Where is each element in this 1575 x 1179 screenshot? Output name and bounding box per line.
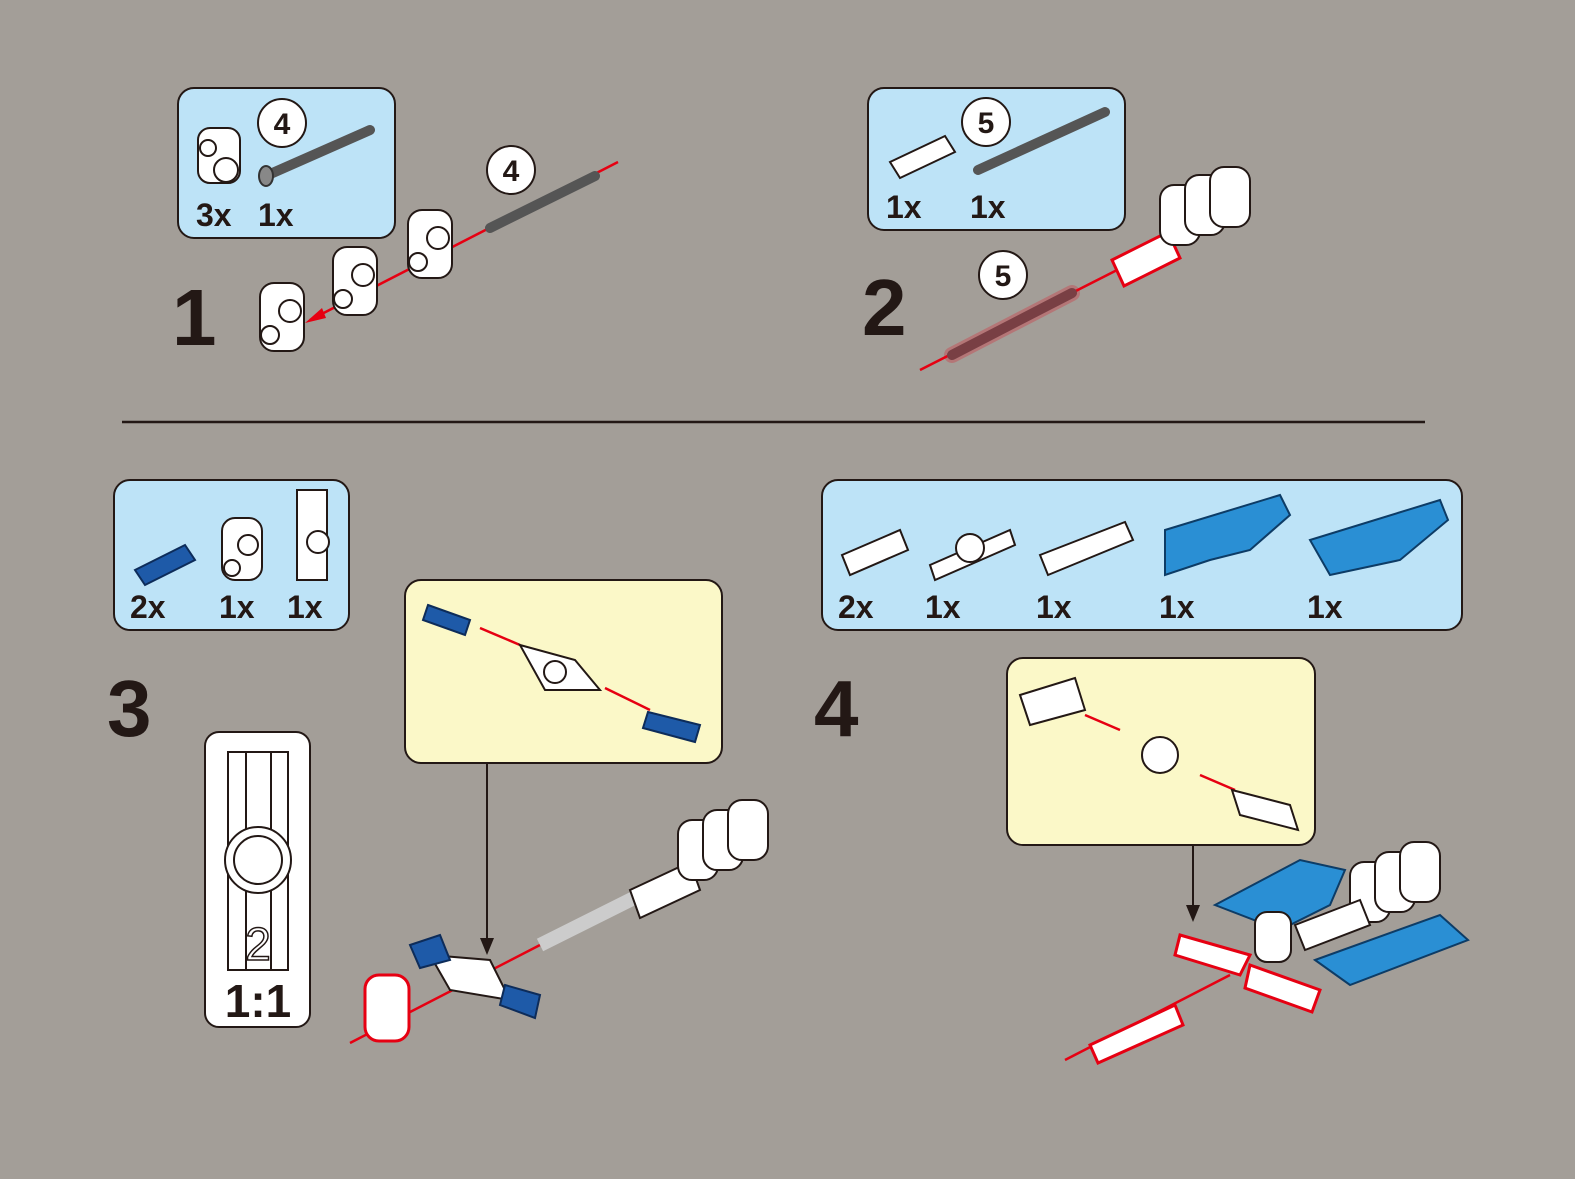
- axle-length-label: 4: [274, 108, 291, 141]
- axle-connector-icon: [888, 134, 957, 180]
- step-number: 4: [814, 664, 859, 753]
- axle-joiner-icon: [1038, 520, 1135, 577]
- axle-pin-connector-icon: [221, 517, 263, 581]
- axle-part: [947, 288, 1077, 360]
- part-qty: 3x: [196, 197, 232, 233]
- part-qty: 2x: [838, 589, 874, 625]
- connector-part: [363, 973, 411, 1043]
- step-1: 4 3x 1x 1 4: [172, 87, 619, 362]
- step-number: 3: [107, 664, 152, 753]
- blue-panel-part: [1312, 913, 1470, 987]
- step-2: 5 1x 1x 2 5: [862, 87, 1251, 372]
- subassembly-callout: [404, 579, 723, 764]
- blue-pin-icon: [133, 543, 197, 587]
- part-qty: 1x: [258, 197, 294, 233]
- axle-part: [536, 888, 644, 952]
- part-qty: 1x: [219, 589, 255, 625]
- blue-panel-icon: [1164, 493, 1292, 577]
- part-qty: 1x: [925, 589, 961, 625]
- axle-length-badge: [257, 98, 307, 148]
- part-qty: 1x: [1307, 589, 1343, 625]
- axle-length-label: 4: [503, 155, 520, 188]
- step-4: 2x 1x 1x 1x 1x 4: [814, 479, 1470, 1065]
- part-qty: 1x: [886, 189, 922, 225]
- connector-part: [407, 209, 453, 279]
- axle-part: [485, 171, 600, 233]
- step-number: 2: [862, 263, 907, 352]
- part-qty: 1x: [970, 189, 1006, 225]
- axle-length-badge: [486, 145, 536, 195]
- scale-label: 1:1: [225, 975, 291, 1027]
- part-qty: 1x: [1159, 589, 1195, 625]
- connector-assembly: [1349, 841, 1441, 923]
- axle-icon: [258, 125, 375, 187]
- axle-length-badge: [978, 250, 1028, 300]
- axle-length-label: 5: [978, 107, 995, 140]
- axle-length-label: 5: [995, 260, 1012, 293]
- connector-assembly: [1159, 166, 1251, 246]
- step-number: 1: [172, 273, 217, 362]
- axle-connector-icon: [840, 528, 910, 577]
- part-qty: 2x: [130, 589, 166, 625]
- part-qty: 1x: [1036, 589, 1072, 625]
- blue-panel-icon: [1308, 498, 1450, 577]
- connector-assembly: [677, 799, 769, 881]
- axle-icon: [973, 107, 1110, 175]
- axle-pin-connector-icon: [197, 127, 241, 184]
- cross-connector-icon: [928, 528, 1017, 582]
- scale-part-number: 2: [245, 918, 271, 970]
- parts-list-box: [821, 479, 1463, 631]
- scale-reference-box: 2 1:1: [204, 731, 311, 1028]
- connector-part: [259, 282, 305, 352]
- connector-part: [332, 246, 378, 316]
- step-3: 2x 1x 1x 3 2 1:1: [107, 479, 769, 1045]
- subassembly-callout: [1006, 657, 1316, 846]
- cross-block-icon: [296, 489, 330, 581]
- axle-joiner-part: [1088, 1003, 1185, 1065]
- axle-length-badge: [961, 97, 1011, 147]
- part-qty: 1x: [287, 589, 323, 625]
